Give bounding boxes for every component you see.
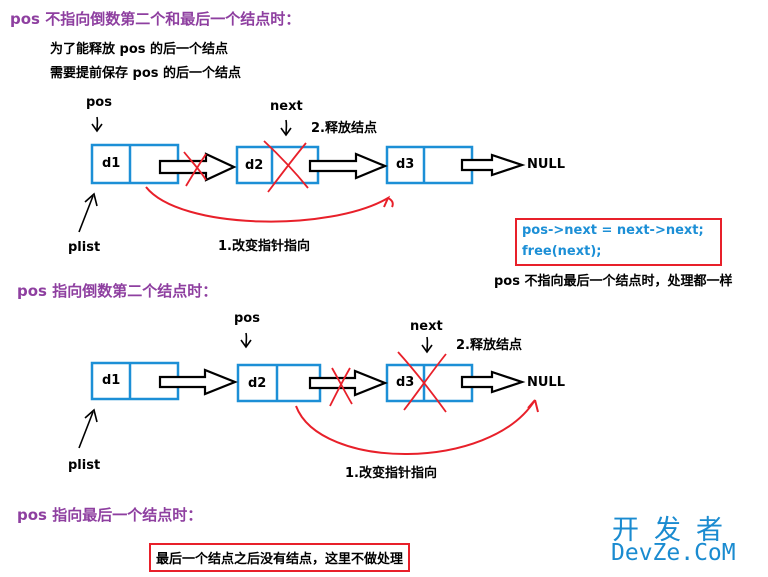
- case1-code-line1: pos->next = next->next;: [522, 223, 704, 238]
- case1-node-d1-label: d1: [102, 156, 121, 171]
- case2-cross-arrow: [329, 367, 353, 407]
- case2-pos-label: pos: [234, 311, 260, 326]
- case1-redirect-curve: [145, 186, 391, 223]
- case1-next-label: next: [270, 99, 303, 114]
- case3-box: 最后一个结点之后没有结点，这里不做处理: [149, 543, 411, 572]
- case2-node-d3-label: d3: [396, 375, 415, 390]
- case1-cross-d2: [263, 140, 309, 193]
- case1-code-line2: free(next);: [522, 244, 602, 259]
- case1-note-line2: 需要提前保存 pos 的后一个结点: [50, 66, 242, 81]
- case1-free-label: 2.释放结点: [311, 121, 377, 136]
- case2-free-label: 2.释放结点: [456, 338, 522, 353]
- case1-null-label: NULL: [527, 157, 566, 172]
- case1-node-d2-label: d2: [245, 158, 264, 173]
- case1-arrow-d2-d3: [308, 152, 388, 180]
- case1-plist-label: plist: [68, 240, 101, 255]
- case1-change-label: 1.改变指针指向: [218, 239, 310, 254]
- case1-note-line1: 为了能释放 pos 的后一个结点: [50, 42, 229, 57]
- case1-pos-down-arrow: [91, 116, 103, 133]
- case1-plist-up-arrow: [78, 192, 98, 233]
- case1-pos-label: pos: [86, 95, 112, 110]
- case2-next-label: next: [410, 319, 443, 334]
- case1-heading: pos 不指向倒数第二个和最后一个结点时：: [10, 10, 301, 28]
- case1-cross-arrow: [183, 151, 207, 187]
- case2-null-label: NULL: [527, 375, 566, 390]
- case3-heading: pos 指向最后一个结点时：: [17, 506, 203, 524]
- case2-node-d2: [236, 363, 322, 403]
- case2-cross-d3: [397, 351, 447, 413]
- case2-arrow-d3-null: [460, 370, 526, 394]
- case2-next-down-arrow: [421, 336, 433, 354]
- case2-redirect-curve: [295, 399, 536, 455]
- case1-next-down-arrow: [280, 119, 292, 137]
- case2-plist-label: plist: [68, 458, 101, 473]
- case2-heading: pos 指向倒数第二个结点时：: [17, 282, 218, 300]
- watermark-line1: 开发者: [612, 515, 738, 546]
- case2-arrow-d1-d2: [158, 368, 238, 396]
- watermark-line2: DevZe.CoM: [611, 540, 736, 566]
- case1-node-d3: [385, 145, 474, 185]
- case1-side-note: pos 不指向最后一个结点时，处理都一样: [494, 274, 733, 289]
- case2-node-d2-label: d2: [248, 376, 267, 391]
- case2-pos-down-arrow: [240, 332, 252, 349]
- case2-node-d3: [385, 363, 474, 403]
- case2-change-label: 1.改变指针指向: [345, 466, 437, 481]
- case2-arrow-d2-d3: [308, 369, 388, 397]
- case1-code-box: pos->next = next->next; free(next);: [515, 218, 722, 266]
- case2-plist-up-arrow: [78, 408, 98, 449]
- case1-node-d3-label: d3: [396, 157, 415, 172]
- case2-node-d1-label: d1: [102, 373, 121, 388]
- case1-arrow-d3-null: [460, 153, 526, 177]
